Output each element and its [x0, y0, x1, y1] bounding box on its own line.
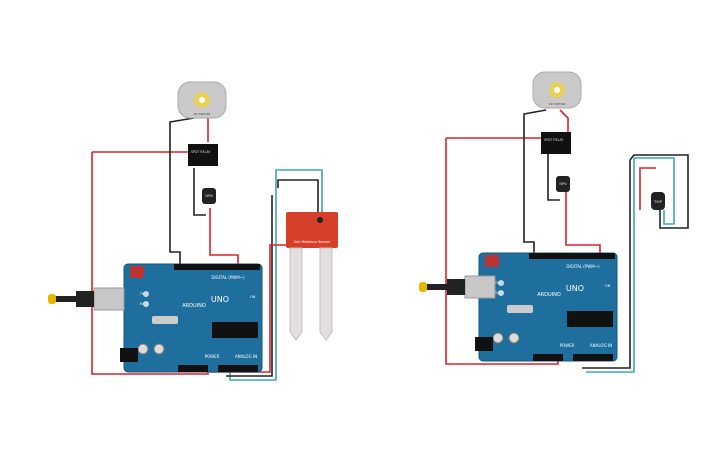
right-dc-motor[interactable]: DC MOTOR: [532, 71, 582, 109]
left-relay-label: SPDT RELAY: [191, 150, 210, 154]
wire-red-motor-top: [559, 109, 569, 138]
right-on-label: ON: [605, 284, 611, 288]
left-npn-transistor[interactable]: NPN: [202, 188, 216, 204]
wire-red-tmp: [639, 167, 656, 210]
wire-red-npn: [209, 208, 239, 265]
left-arduino-uno[interactable]: DIGITAL (PWM~) ARDUINO UNO POWER ANALOG …: [120, 263, 263, 373]
right-circuit: DC MOTOR SPDT RELAY NPN TMP DIGITAL (PWM…: [418, 71, 689, 373]
wire-black-sensor: [277, 179, 319, 215]
left-dc-motor[interactable]: DC MOTOR: [177, 81, 227, 119]
left-power-label: POWER: [205, 354, 220, 359]
wire-teal-analog: [586, 158, 635, 373]
wire-teal-analog: [229, 176, 277, 381]
left-motor-label: DC MOTOR: [194, 112, 211, 116]
wire-black-tmp-top: [629, 154, 689, 229]
wire-black-motor: [169, 117, 195, 265]
left-rx-label: RX: [140, 302, 145, 306]
left-tx-label: TX: [139, 292, 145, 296]
wire-teal-sensor: [275, 169, 323, 215]
right-tmp-sensor[interactable]: TMP: [651, 192, 665, 210]
wire-black-analog: [226, 195, 273, 377]
wire-red-npn: [565, 190, 601, 254]
right-usb-cable[interactable]: [418, 275, 496, 299]
right-arduino-model: UNO: [566, 284, 584, 293]
right-npn-transistor[interactable]: NPN: [556, 176, 570, 192]
right-tmp-label: TMP: [653, 199, 663, 204]
left-usb-cable[interactable]: [47, 287, 125, 311]
right-relay[interactable]: SPDT RELAY: [541, 132, 571, 154]
right-npn-label: NPN: [559, 182, 567, 186]
left-sensor-label: Soil Moisture Sensor: [294, 240, 331, 244]
wire-black-npn: [193, 168, 206, 216]
right-digital-label: DIGITAL (PWM~): [566, 264, 600, 269]
left-circuit: DC MOTOR SPDT RELAY NPN Soil Moisture Se…: [47, 81, 338, 381]
left-analog-label: ANALOG IN: [235, 354, 257, 359]
right-relay-label: SPDT RELAY: [544, 138, 563, 142]
left-npn-label: NPN: [205, 194, 213, 198]
wire-black-npn: [547, 150, 560, 201]
right-analog-label: ANALOG IN: [590, 343, 612, 348]
right-rx-label: RX: [495, 291, 500, 295]
left-soil-moisture-sensor[interactable]: Soil Moisture Sensor: [286, 212, 338, 341]
left-arduino-brand: ARDUINO: [182, 303, 206, 309]
left-relay[interactable]: SPDT RELAY: [188, 144, 218, 166]
right-arduino-brand: ARDUINO: [537, 292, 561, 298]
right-tx-label: TX: [494, 281, 500, 285]
right-motor-label: DC MOTOR: [549, 102, 566, 106]
left-on-label: ON: [250, 295, 256, 299]
left-arduino-model: UNO: [211, 295, 229, 304]
left-digital-label: DIGITAL (PWM~): [211, 275, 245, 280]
right-arduino-uno[interactable]: DIGITAL (PWM~) ARDUINO UNO POWER ANALOG …: [475, 252, 618, 362]
right-power-label: POWER: [560, 343, 575, 348]
wire-teal-tmp: [634, 157, 675, 225]
wire-black-motor: [523, 109, 547, 254]
wire-black-tmp: [582, 160, 631, 369]
